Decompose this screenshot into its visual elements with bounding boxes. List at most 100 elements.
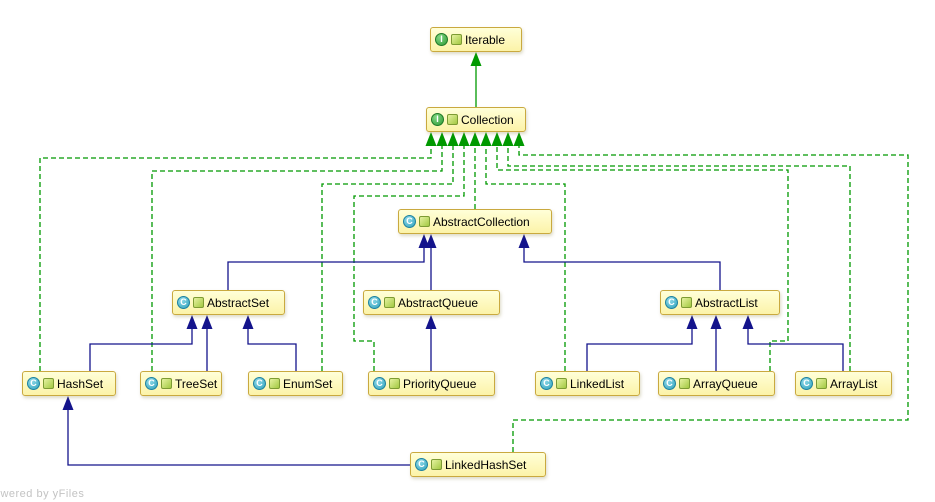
inheritance-arrowhead xyxy=(491,132,503,146)
uml-node-abstractqueue[interactable]: C AbstractQueue xyxy=(363,290,500,315)
stereotype-icon xyxy=(556,378,567,389)
inheritance-arrowhead xyxy=(502,132,514,146)
class-icon: C xyxy=(368,296,381,309)
stereotype-icon xyxy=(193,297,204,308)
stereotype-icon xyxy=(447,114,458,125)
edge-linkedhashset-to-collection-implements xyxy=(512,132,909,452)
edge-linkedhashset-to-hashset-extends xyxy=(62,396,410,466)
uml-node-iterable[interactable]: I Iterable xyxy=(430,27,522,52)
uml-node-linkedlist[interactable]: C LinkedList xyxy=(535,371,640,396)
uml-node-treeset[interactable]: C TreeSet xyxy=(140,371,222,396)
class-icon: C xyxy=(145,377,158,390)
class-name-label: Iterable xyxy=(465,32,506,47)
class-name-label: ArrayList xyxy=(830,376,878,391)
class-icon: C xyxy=(800,377,813,390)
inheritance-arrowhead xyxy=(418,234,430,248)
stereotype-icon xyxy=(161,378,172,389)
uml-node-arraylist[interactable]: C ArrayList xyxy=(795,371,892,396)
class-name-label: AbstractQueue xyxy=(398,295,479,310)
class-name-label: LinkedHashSet xyxy=(445,457,527,472)
inheritance-arrowhead xyxy=(242,315,254,329)
stereotype-icon xyxy=(389,378,400,389)
interface-icon: I xyxy=(431,113,444,126)
class-icon: C xyxy=(663,377,676,390)
edge-arrayqueue-to-abstractlist-extends xyxy=(710,315,722,371)
edge-linkedlist-to-collection-implements xyxy=(480,132,566,371)
edge-arrayqueue-to-collection-implements xyxy=(491,132,789,371)
yfiles-watermark: Powered by yFiles xyxy=(0,488,85,500)
stereotype-icon xyxy=(384,297,395,308)
inheritance-arrowhead xyxy=(425,132,437,146)
class-icon: C xyxy=(403,215,416,228)
stereotype-icon xyxy=(451,34,462,45)
class-icon: C xyxy=(27,377,40,390)
inheritance-arrowhead xyxy=(742,315,754,329)
uml-node-linkedhashset[interactable]: C LinkedHashSet xyxy=(410,452,546,477)
uml-node-abstractset[interactable]: C AbstractSet xyxy=(172,290,285,315)
inheritance-arrowhead xyxy=(518,234,530,248)
inheritance-arrowhead xyxy=(469,132,481,146)
class-name-label: AbstractSet xyxy=(207,295,270,310)
class-icon: C xyxy=(665,296,678,309)
edge-treeset-to-collection-implements xyxy=(151,132,448,371)
uml-node-abstractlist[interactable]: C AbstractList xyxy=(660,290,780,315)
edge-arraylist-to-collection-implements xyxy=(502,132,851,371)
stereotype-icon xyxy=(431,459,442,470)
class-name-label: PriorityQueue xyxy=(403,376,477,391)
class-icon: C xyxy=(253,377,266,390)
uml-node-collection[interactable]: I Collection xyxy=(426,107,526,132)
stereotype-icon xyxy=(681,297,692,308)
edge-treeset-to-abstractset-extends xyxy=(201,315,213,371)
stereotype-icon xyxy=(816,378,827,389)
edge-abstractset-to-abstractcollection-extends xyxy=(227,234,430,290)
edge-priorityqueue-to-abstractqueue-extends xyxy=(425,315,437,371)
inheritance-arrowhead xyxy=(201,315,213,329)
edge-abstractqueue-to-abstractcollection-extends xyxy=(425,234,437,290)
inheritance-arrowhead xyxy=(513,132,525,146)
edge-arraylist-to-abstractlist-extends xyxy=(742,315,844,371)
class-name-label: HashSet xyxy=(57,376,104,391)
class-icon: C xyxy=(373,377,386,390)
class-name-label: TreeSet xyxy=(175,376,218,391)
uml-node-hashset[interactable]: C HashSet xyxy=(22,371,116,396)
class-name-label: LinkedList xyxy=(570,376,625,391)
inheritance-arrowhead xyxy=(186,315,198,329)
class-name-label: ArrayQueue xyxy=(693,376,758,391)
stereotype-icon xyxy=(43,378,54,389)
uml-node-priorityqueue[interactable]: C PriorityQueue xyxy=(368,371,495,396)
edge-linkedlist-to-abstractlist-extends xyxy=(586,315,698,371)
uml-node-abstractcollection[interactable]: C AbstractCollection xyxy=(398,209,552,234)
interface-icon: I xyxy=(435,33,448,46)
inheritance-arrowhead xyxy=(480,132,492,146)
class-name-label: AbstractCollection xyxy=(433,214,530,229)
inheritance-arrowhead xyxy=(425,234,437,248)
edge-collection-to-iterable-extends-interface xyxy=(470,52,482,107)
edge-hashset-to-abstractset-extends xyxy=(89,315,198,371)
inheritance-arrowhead xyxy=(447,132,459,146)
uml-node-arrayqueue[interactable]: C ArrayQueue xyxy=(658,371,775,396)
uml-node-enumset[interactable]: C EnumSet xyxy=(248,371,343,396)
inheritance-arrowhead xyxy=(470,52,482,66)
inheritance-arrowhead xyxy=(710,315,722,329)
inheritance-arrowhead xyxy=(686,315,698,329)
edge-abstractcollection-to-collection-implements xyxy=(469,132,481,209)
edge-enumset-to-abstractset-extends xyxy=(242,315,297,371)
edge-priorityqueue-to-collection-implements xyxy=(353,132,470,371)
stereotype-icon xyxy=(679,378,690,389)
inheritance-arrowhead xyxy=(458,132,470,146)
class-icon: C xyxy=(177,296,190,309)
edge-hashset-to-collection-implements xyxy=(39,132,437,371)
inheritance-arrowhead xyxy=(436,132,448,146)
stereotype-icon xyxy=(269,378,280,389)
class-name-label: AbstractList xyxy=(695,295,758,310)
class-name-label: EnumSet xyxy=(283,376,333,391)
class-icon: C xyxy=(540,377,553,390)
class-icon: C xyxy=(415,458,428,471)
edge-enumset-to-collection-implements xyxy=(321,132,459,371)
edge-abstractlist-to-abstractcollection-extends xyxy=(518,234,721,290)
inheritance-arrowhead xyxy=(62,396,74,410)
stereotype-icon xyxy=(419,216,430,227)
class-name-label: Collection xyxy=(461,112,514,127)
